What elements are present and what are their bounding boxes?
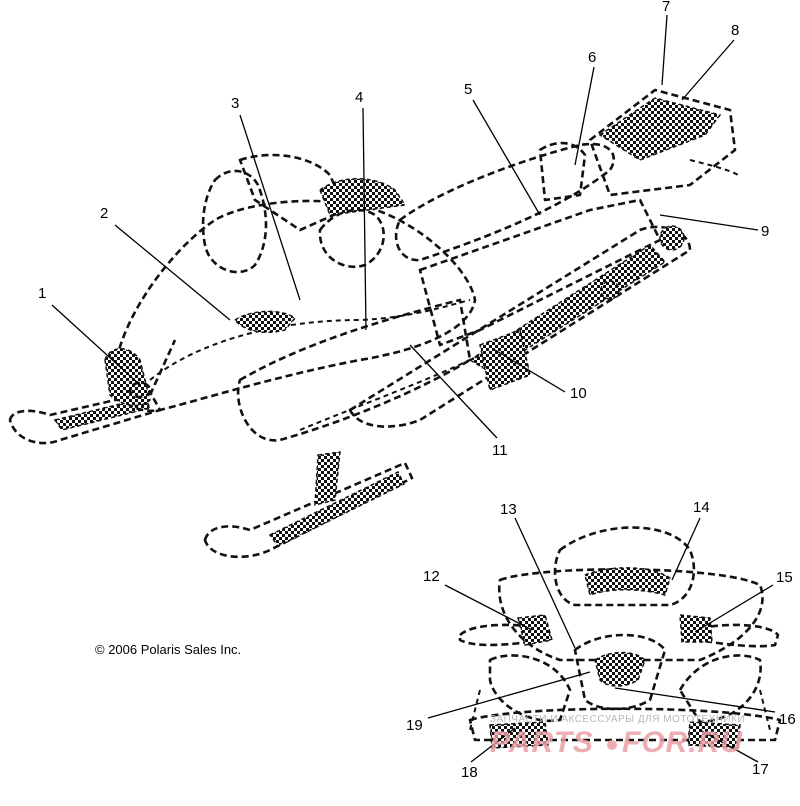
leader-1 — [51, 304, 141, 386]
callout-7: 7 — [662, 0, 670, 15]
front-bumper — [468, 707, 782, 742]
rear-idler-wheel — [659, 225, 685, 251]
right-ski-tip — [687, 721, 741, 749]
seat-back — [538, 141, 587, 202]
leader-5 — [472, 99, 541, 216]
leader-7 — [661, 14, 668, 86]
ski-spindle-front — [148, 339, 177, 396]
leader-4 — [362, 107, 367, 331]
snowmobile-front-view — [458, 526, 782, 749]
leader-12 — [444, 584, 533, 631]
leader-18 — [470, 727, 516, 763]
hood — [113, 199, 477, 413]
leader-10 — [494, 349, 566, 393]
watermark: ЗАПЧАСТИ И АКСЕССУАРЫ ДЛЯ МОТОТЕХНИКИ PA… — [490, 714, 745, 759]
rear-rack — [588, 88, 737, 197]
callout-16: 16 — [779, 711, 796, 728]
front-hood-stripe — [584, 567, 671, 596]
copyright-notice: © 2006 Polaris Sales Inc. — [95, 642, 241, 657]
left-mirror — [517, 614, 553, 646]
callout-6: 6 — [588, 49, 596, 66]
callout-5: 5 — [464, 81, 472, 98]
windshield — [201, 169, 268, 274]
snowmobile-side-view — [8, 88, 739, 559]
right-ski-decal — [268, 470, 406, 547]
track — [348, 225, 692, 428]
callout-2: 2 — [100, 205, 108, 222]
callout-1: 1 — [38, 285, 46, 302]
front-headlight — [594, 651, 646, 687]
leader-9 — [659, 214, 759, 231]
ski-spindle-rear — [314, 451, 341, 506]
callout-11: 11 — [492, 442, 508, 459]
side-panel — [236, 298, 472, 442]
right-handlebar — [698, 623, 780, 648]
front-windshield — [553, 526, 696, 607]
left-front-ski — [469, 689, 481, 731]
right-mirror — [679, 614, 713, 643]
rear-bumper — [689, 159, 739, 176]
left-ski-decal — [53, 397, 152, 431]
leader-8 — [681, 39, 735, 101]
watermark-dot-icon — [607, 740, 617, 750]
right-front-panel — [678, 654, 762, 724]
handlebar-pad — [319, 178, 407, 216]
side-vent-decal — [233, 310, 297, 333]
callout-8: 8 — [731, 22, 739, 39]
seat — [394, 142, 615, 262]
watermark-brand-left: PARTS — [490, 726, 594, 759]
front-nose — [573, 633, 667, 711]
left-handlebar — [458, 623, 547, 647]
leader-19 — [427, 671, 591, 719]
rail-decal — [479, 328, 531, 392]
leader-3 — [239, 114, 301, 301]
watermark-tagline: ЗАПЧАСТИ И АКСЕССУАРЫ ДЛЯ МОТОТЕХНИКИ — [490, 714, 745, 725]
leader-lines — [51, 14, 776, 763]
left-ski-tip — [489, 721, 549, 749]
callout-18: 18 — [461, 764, 478, 781]
leader-14 — [671, 517, 701, 581]
watermark-brand-right: FOR.RU — [622, 726, 743, 759]
callout-14: 14 — [693, 499, 710, 516]
callout-9: 9 — [761, 223, 769, 240]
callout-4: 4 — [355, 89, 363, 106]
leader-13 — [514, 517, 576, 649]
mid-idler-wheel — [600, 280, 620, 300]
callout-19: 19 — [406, 717, 423, 734]
leader-17 — [699, 729, 759, 763]
leader-6 — [574, 66, 595, 166]
callout-12: 12 — [423, 568, 440, 585]
leader-15 — [694, 584, 774, 633]
hood-panel-line — [149, 299, 471, 381]
right-ski — [203, 461, 414, 559]
leader-11 — [409, 344, 498, 439]
callout-17: 17 — [752, 761, 769, 778]
headlight — [128, 381, 152, 399]
leader-2 — [114, 224, 231, 321]
callout-13: 13 — [500, 501, 517, 518]
leader-16 — [614, 687, 776, 713]
console — [318, 208, 385, 268]
windshield-frame — [238, 153, 347, 232]
headlight-bezel — [104, 348, 151, 407]
callout-3: 3 — [231, 95, 239, 112]
running-board — [299, 354, 481, 431]
rear-rack-decal — [598, 97, 722, 161]
callout-labels: 1 2 3 4 5 6 7 8 9 10 11 12 13 14 15 16 1… — [38, 0, 796, 781]
callout-10: 10 — [570, 385, 587, 402]
callout-15: 15 — [776, 569, 793, 586]
